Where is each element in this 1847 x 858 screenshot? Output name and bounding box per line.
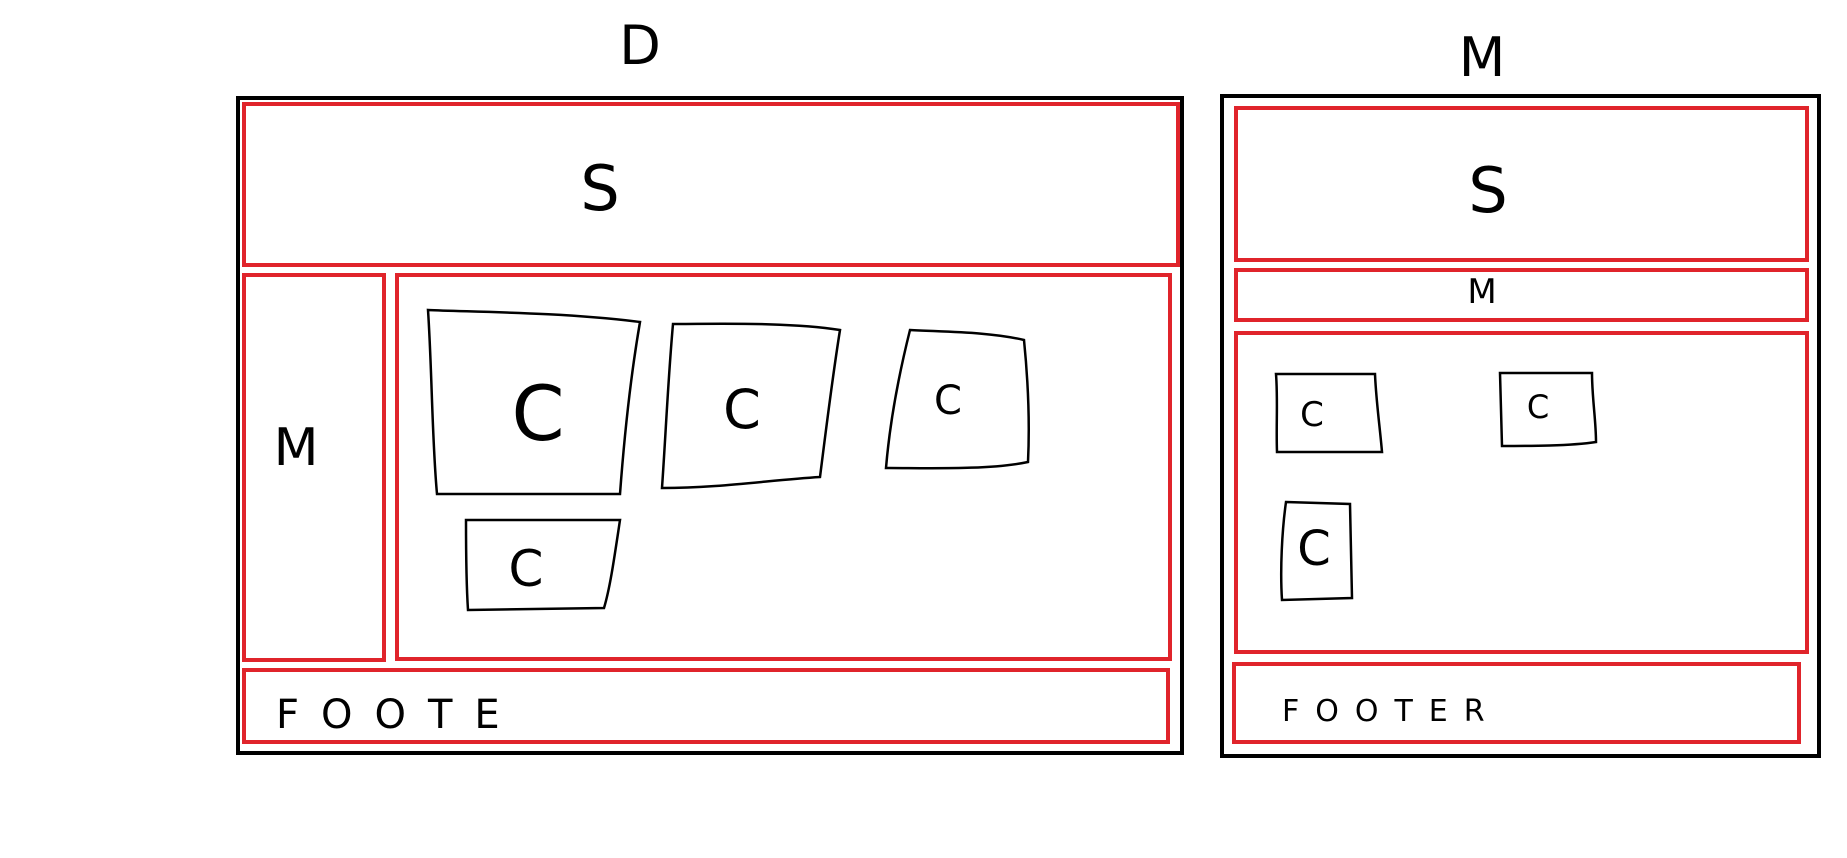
- desktop-card-2-label: C: [723, 378, 761, 441]
- desktop-frame: [236, 96, 1184, 755]
- mobile-footer-region: [1232, 662, 1801, 744]
- mobile-card-2-label: C: [1527, 388, 1549, 426]
- mobile-menu-label: M: [1467, 272, 1496, 312]
- desktop-card-4-label: C: [509, 540, 544, 598]
- desktop-title: D: [619, 14, 661, 77]
- desktop-card-2: [660, 322, 842, 490]
- desktop-footer-region: [242, 668, 1170, 744]
- mobile-header-label: S: [1468, 154, 1507, 227]
- desktop-card-1-label: C: [511, 369, 564, 458]
- mobile-card-2: [1498, 371, 1598, 448]
- mobile-content-region: [1234, 331, 1809, 654]
- mobile-title: M: [1459, 26, 1506, 89]
- mobile-frame: [1220, 94, 1821, 758]
- mobile-menu-region: [1234, 268, 1809, 322]
- mobile-wireframe: M S M C C C FOOTER: [1220, 26, 1821, 758]
- desktop-card-3-label: C: [934, 378, 962, 424]
- mobile-card-3: [1279, 500, 1354, 602]
- desktop-footer-label: FOOTE: [276, 692, 522, 738]
- desktop-wireframe: D S M C C C C FOOTE: [236, 14, 1184, 755]
- desktop-sidebar-label: M: [274, 418, 319, 478]
- mobile-card-1-label: C: [1300, 395, 1324, 435]
- desktop-header-label: S: [580, 152, 619, 225]
- mobile-footer-label: FOOTER: [1282, 694, 1501, 729]
- mobile-card-3-label: C: [1297, 521, 1331, 577]
- desktop-card-1: [426, 308, 642, 496]
- mobile-header-region: [1234, 106, 1809, 262]
- mobile-card-1: [1274, 372, 1384, 454]
- desktop-sidebar-region: [242, 273, 386, 662]
- desktop-header-region: [242, 102, 1180, 267]
- desktop-content-region: [395, 273, 1172, 661]
- desktop-card-4: [464, 518, 622, 612]
- desktop-card-3: [884, 328, 1031, 470]
